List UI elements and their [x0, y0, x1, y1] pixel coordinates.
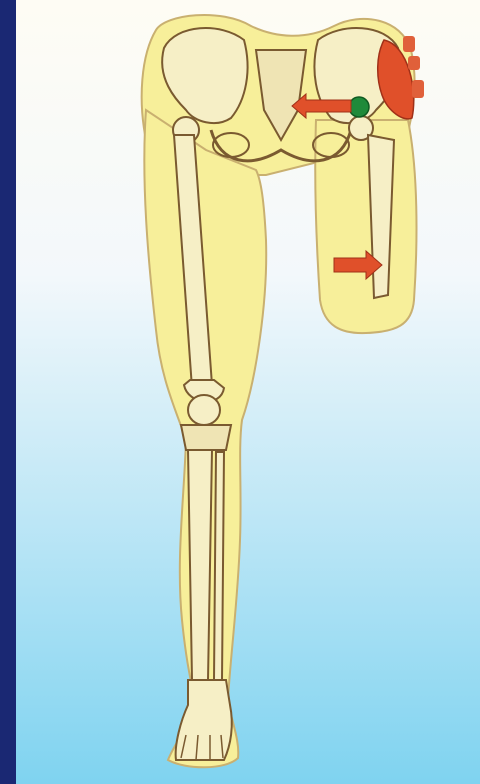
patella-bone: [188, 395, 220, 425]
muscle-fragment-3: [412, 80, 424, 98]
tibia-bone: [188, 450, 212, 680]
frame-left-bar: [0, 0, 16, 784]
residual-limb-skin-outline: [315, 120, 416, 333]
muscle-fragment-1: [403, 36, 415, 52]
amputation-diagram: [16, 0, 480, 784]
fibula-bone: [214, 452, 224, 680]
circle-icon: [349, 97, 369, 117]
illustration-panel: [16, 0, 480, 784]
muscle-fragment-2: [408, 56, 420, 70]
tibia-plateau: [181, 425, 231, 450]
